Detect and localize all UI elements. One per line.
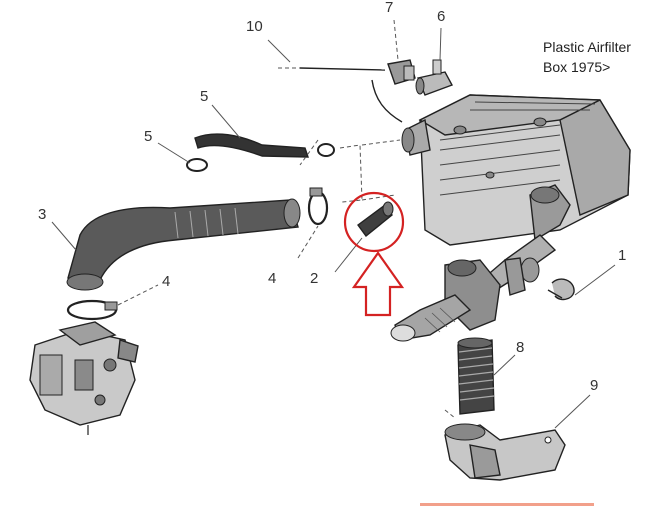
title-line-2: Box 1975> (543, 59, 610, 75)
part-2-fitting: 2 (310, 201, 394, 287)
callout-1: 1 (618, 247, 626, 264)
part-7-valve: 7 (371, 0, 416, 123)
callout-6: 6 (437, 8, 445, 25)
part-5-clamps: 5 (144, 128, 335, 172)
callout-2: 2 (310, 270, 318, 287)
callout-8: 8 (516, 339, 524, 356)
bottom-accent-bar (420, 503, 594, 506)
part-3-intake-hose: 3 (38, 198, 301, 291)
part-10-hose: 10 (246, 18, 386, 71)
dashed-guides (339, 139, 401, 203)
part-4-clamp-left: 4 (66, 273, 170, 321)
callout-5a: 5 (200, 88, 208, 105)
airfilter-box (401, 94, 631, 246)
callout-4b: 4 (162, 273, 170, 290)
callout-3: 3 (38, 206, 46, 223)
part-6-valve: 6 (415, 8, 453, 96)
part-5-hose-upper: 5 (194, 88, 309, 158)
callout-5b: 5 (144, 128, 152, 145)
intake-snorkel (390, 234, 557, 342)
callout-10: 10 (246, 18, 263, 35)
carburetor (29, 321, 139, 435)
callout-4a: 4 (268, 270, 276, 287)
part-4-clamp-right: 4 (268, 187, 329, 287)
part-8-hose: 8 (457, 337, 524, 415)
part-9-duct: 9 (444, 377, 598, 481)
callout-9: 9 (590, 377, 598, 394)
callout-7: 7 (385, 0, 393, 16)
highlight-circle-icon (343, 191, 405, 253)
title-line-1: Plastic Airfilter (543, 39, 631, 55)
part-1-clip: 1 (547, 247, 626, 301)
up-arrow-outline-icon (351, 251, 405, 317)
